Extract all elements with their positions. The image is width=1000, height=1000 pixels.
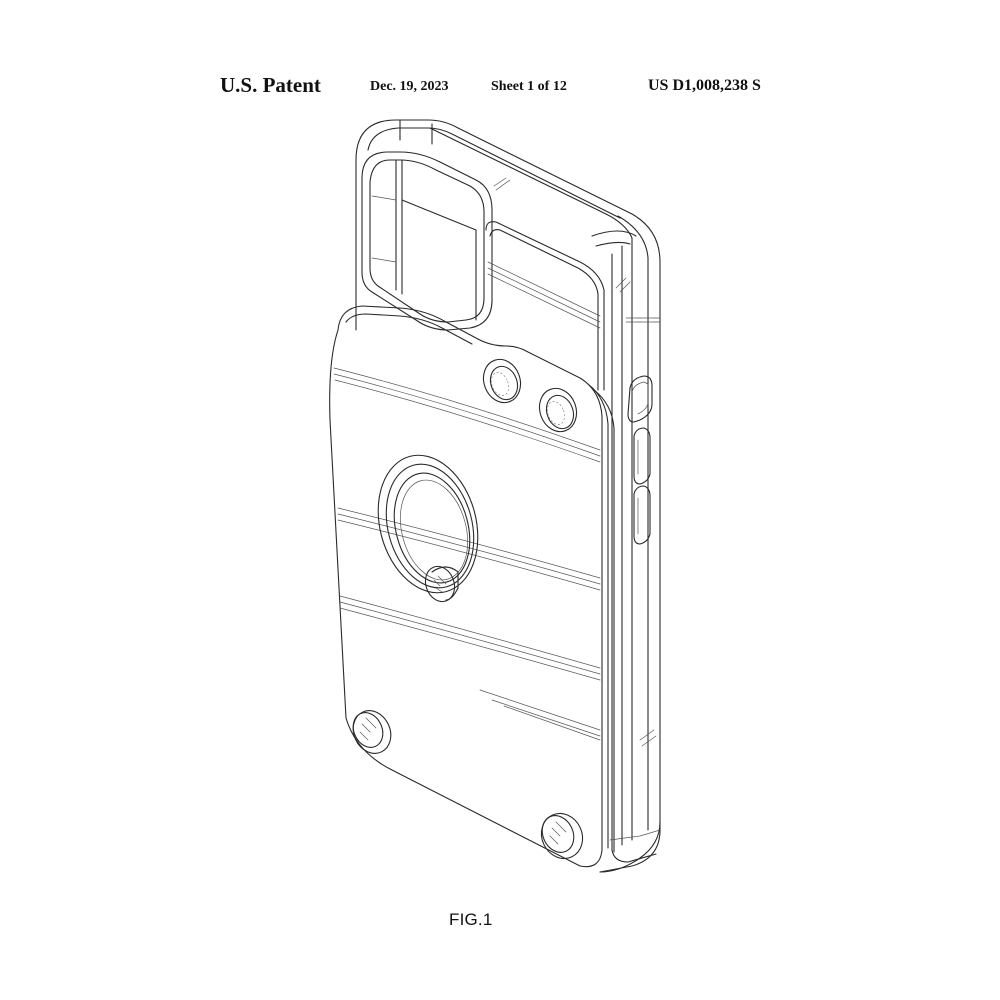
figure-label: FIG.1: [449, 910, 493, 929]
snap-button-bottom-right: [540, 812, 584, 860]
patent-header: U.S. Patent Dec. 19, 2023 Sheet 1 of 12 …: [0, 70, 1000, 100]
wallet-cover: [329, 305, 615, 868]
ring-holder: [377, 454, 479, 603]
patent-number: US D1,008,238 S: [648, 77, 761, 94]
snap-button-bottom-left: [352, 710, 392, 754]
snap-button-top-left: [482, 358, 522, 404]
case-shell: [355, 119, 661, 873]
case-bottom-edge: [599, 821, 661, 873]
snap-button-top-right: [538, 387, 578, 433]
sheet-number: Sheet 1 of 12: [491, 79, 567, 94]
rear-window: [485, 221, 605, 391]
patent-title: U.S. Patent: [220, 73, 321, 97]
side-buttons: [627, 375, 653, 545]
camera-cutout: [361, 151, 493, 331]
patent-date: Dec. 19, 2023: [370, 79, 449, 94]
